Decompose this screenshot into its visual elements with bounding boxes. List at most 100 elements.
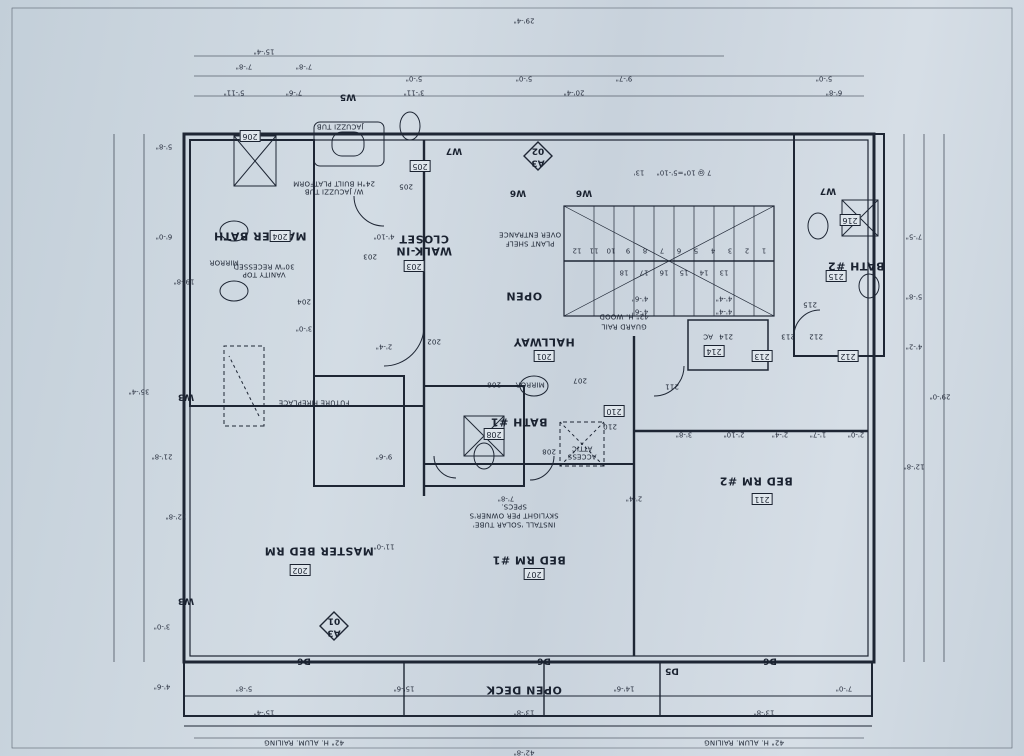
room-master-bath: MASTER BATH [213,229,307,243]
note-mirror2: MIRROR [515,380,545,389]
note-railing-left: 42" H. ALUM. RAILING [264,738,344,747]
note-platform2: W/ JACUZZI TUB [304,187,364,196]
note-access: ACCESS [567,452,597,461]
toilet-master [399,111,421,141]
tag-d6c: D6 [763,655,777,666]
dim-hall-10: 2'-0" [847,430,865,439]
dim-stair-4: 4'-4" [715,294,733,303]
note-mirror: MIRROR [209,258,239,267]
note-platform: 24"H BUILT PLATFORM [292,179,376,188]
dim-left-2: 6'-0" [155,232,173,241]
room-number-211: 211 [751,493,773,505]
dim-stair2: 13' [633,168,645,177]
dim-hall-9: 1'-7" [809,430,827,439]
stair-number: 9 [625,246,631,255]
dim-2-6: 5'-0" [815,74,833,83]
dim-right-2: 5'-8" [905,292,923,301]
door-208: 208 [542,447,556,456]
room-ac: AC [703,332,713,341]
door-214: 214 [719,332,733,341]
dim-deck-4: 7'-0" [835,684,853,693]
stair-number: 1 [761,246,767,255]
dim-right-4: 29'-0" [929,392,951,401]
dim-deck-7: 13'-8" [753,708,775,717]
dim-deck-3: 14'-6" [613,684,635,693]
stair-number: 8 [642,246,648,255]
sink-bath2 [858,273,880,299]
section-marker-02 [523,141,553,171]
door-205: 205 [399,182,413,191]
room-hallway: HALLWAY [513,335,575,349]
dim-hall-8: 2'-4" [771,430,789,439]
room-number-205: 205 [409,160,431,172]
dim-bottom: 42'-8" [513,748,535,756]
dim-stair1: 7 @ 10"=5'-10" [656,168,712,177]
room-number-201: 201 [533,350,555,362]
dim-left-5: 21'-8" [151,452,173,461]
door-swing-207 [433,455,457,479]
room-number-216: 216 [839,214,861,226]
dim-closet: 4'-10" [373,232,395,241]
dim-2-1: 7'-8" [235,62,253,71]
door-swing-208 [529,455,555,481]
room-number-206: 206 [239,130,261,142]
tag-w6a: W6 [509,187,527,198]
bath2-walls [793,133,885,357]
note-over-entrance: OVER ENTRANCE [498,230,562,239]
section-01: 01 [327,615,341,626]
room-number-204: 204 [269,230,291,242]
ac-closet [687,319,769,371]
stair-number: 4 [710,246,716,255]
tag-d5: D5 [665,665,679,676]
dim-hall-5: 4'-4" [715,307,733,316]
room-walk-in-1: WALK-IN [395,244,453,258]
dim-3-1: 5'-11" [223,88,245,97]
attic-hatch [559,421,605,467]
section-a3-top: A3 [531,157,545,168]
dim-hall-7: 2'-10" [723,430,745,439]
tub-basin [331,131,365,157]
room-bed2: BED RM #2 [719,474,793,488]
stair-number: 5 [693,246,699,255]
room-number-210: 210 [603,405,625,417]
dim-deck-6: 13'-8" [513,708,535,717]
note-attic: ATTIC [571,444,593,453]
note-fireplace: FUTURE FIREPLACE [278,398,350,407]
door-210: 210 [603,422,617,431]
tag-w5: W5 [339,91,357,102]
dim-left-1: 5'-8" [155,142,173,151]
tag-d6a: D6 [297,655,311,666]
dim-3-3: 3'-11" [403,88,425,97]
stair-number: 2 [744,246,750,255]
stair-number: 14 [699,268,709,277]
stair-number: 6 [676,246,682,255]
tag-w3b: W3 [177,595,195,606]
room-bed1: BED RM #1 [492,553,566,567]
deck-outline [183,661,873,717]
dim-3-2: 7'-6" [285,88,303,97]
stair-number: 16 [659,268,669,277]
dim-3-4: 20'-4" [563,88,585,97]
tag-w3a: W3 [177,391,195,402]
bath1-208: 208 [487,380,501,389]
door-swing-215 [793,309,821,337]
note-jacuzzi: JACUZZI TUB [316,122,364,131]
room-number-202: 202 [289,564,311,576]
room-walk-in-2: CLOSET [399,232,449,246]
dim-left-8: 4'-6" [153,682,171,691]
stair-number: 18 [619,268,629,277]
sink-bath1 [519,375,549,397]
dim-2-2: 7'-8" [295,62,313,71]
room-number-213: 213 [751,350,773,362]
room-open: OPEN [505,289,543,303]
tag-w7a: W7 [445,145,463,156]
tag-w7b: W7 [819,185,837,196]
door-211: 211 [665,382,679,391]
door-202: 202 [427,337,441,346]
stair-number: 12 [572,246,582,255]
section-marker-01 [319,611,349,641]
dim-top-overall: 29'-4" [513,16,535,25]
